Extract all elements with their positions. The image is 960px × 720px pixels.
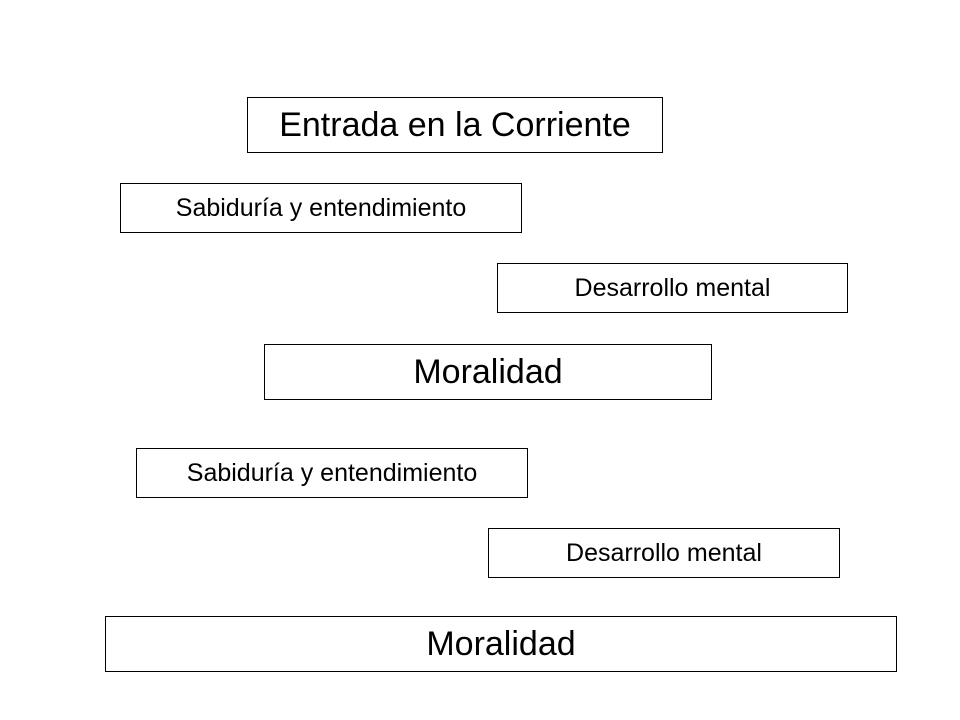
box-label: Desarrollo mental — [566, 538, 762, 567]
box-desarrollo-mental-lower: Desarrollo mental — [488, 528, 840, 578]
box-label: Sabiduría y entendimiento — [186, 458, 478, 487]
box-label: Moralidad — [413, 353, 563, 391]
box-desarrollo-mental-upper: Desarrollo mental — [497, 263, 848, 313]
box-sabiduria-lower: Sabiduría y entendimiento — [136, 448, 528, 498]
box-sabiduria-upper: Sabiduría y entendimiento — [120, 183, 522, 233]
box-label: Entrada en la Corriente — [279, 106, 631, 144]
box-label: Desarrollo mental — [574, 273, 771, 302]
box-label: Moralidad — [426, 625, 576, 663]
box-label: Sabiduría y entendimiento — [175, 193, 467, 222]
box-entrada-en-la-corriente: Entrada en la Corriente — [247, 97, 663, 153]
box-moralidad-upper: Moralidad — [264, 344, 712, 400]
box-moralidad-lower: Moralidad — [105, 616, 897, 672]
